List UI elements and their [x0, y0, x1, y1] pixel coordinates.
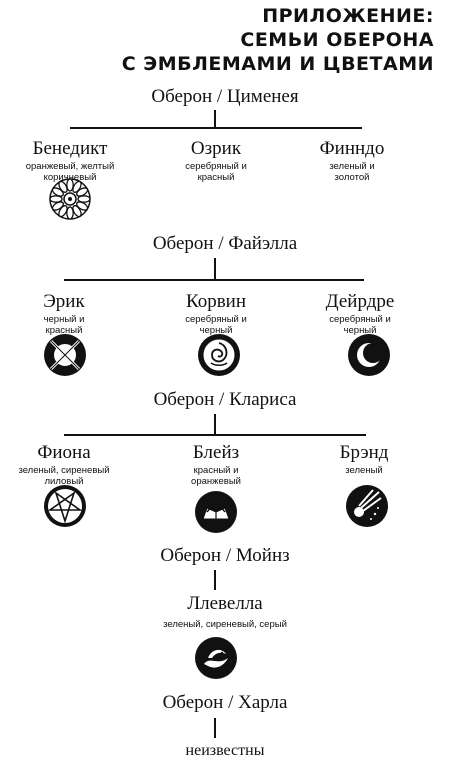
child-name: Озрик	[190, 138, 242, 159]
tree-line	[214, 718, 216, 738]
child-benedict: Бенедикт оранжевый, желтый коричневый	[0, 138, 140, 184]
parents-oberon-harla: Оберон / Харла	[162, 692, 288, 713]
child-name: Брэнд	[339, 442, 389, 463]
child-name: Блейз	[192, 442, 240, 463]
child-colors: черный и красный	[43, 314, 85, 336]
child-colors: оранжевый, желтый коричневый	[25, 161, 115, 183]
child-name: Эрик	[43, 291, 85, 312]
comet-emblem	[346, 485, 388, 527]
child-bleys: Блейз красный и оранжевый	[146, 442, 286, 488]
crossed-swords-emblem	[44, 334, 86, 376]
parents-oberon-cimeneya: Оберон / Цименея	[151, 86, 299, 107]
child-colors: серебряный и черный	[185, 314, 247, 336]
title-line-1: ПРИЛОЖЕНИЕ:	[262, 5, 434, 27]
tree-line	[214, 110, 216, 127]
child-name: Дейрдре	[325, 291, 395, 312]
child-colors: красный и оранжевый	[191, 465, 241, 487]
child-colors: зеленый, сиреневый лиловый	[18, 465, 110, 487]
parents-oberon-moins: Оберон / Мойнз	[160, 545, 290, 566]
child-fiona: Фиона зеленый, сиреневый лиловый	[0, 442, 134, 488]
page-title: ПРИЛОЖЕНИЕ: СЕМЬИ ОБЕРОНА С ЭМБЛЕМАМИ И …	[122, 4, 434, 76]
children-unknown: неизвестны	[185, 742, 265, 759]
child-colors: серебряный и черный	[329, 314, 391, 336]
parents-oberon-faiella: Оберон / Файэлла	[152, 233, 298, 254]
child-corwin: Корвин серебряный и черный	[146, 291, 286, 337]
tree-line	[64, 279, 364, 281]
child-eric: Эрик черный и красный	[0, 291, 134, 337]
child-deirdre: Дейрдре серебряный и черный	[290, 291, 430, 337]
sunflower-emblem	[49, 178, 91, 220]
child-llewella-name: Ллевелла	[187, 593, 263, 614]
pentagram-emblem	[44, 485, 86, 527]
child-finndo: Финндо зеленый и золотой	[282, 138, 422, 184]
tree-line	[214, 258, 216, 279]
tree-line	[214, 414, 216, 434]
child-name: Корвин	[185, 291, 247, 312]
child-llewella-colors: зеленый, сиреневый, серый	[163, 619, 287, 630]
tree-line	[214, 570, 216, 590]
child-name: Фиона	[37, 442, 91, 463]
child-name: Финндо	[319, 138, 385, 159]
child-name: Бенедикт	[32, 138, 108, 159]
flame-emblem	[195, 491, 237, 533]
child-brand: Брэнд зеленый	[294, 442, 434, 477]
crescent-moon-emblem	[348, 334, 390, 376]
rose-emblem	[198, 334, 240, 376]
title-line-3: С ЭМБЛЕМАМИ И ЦВЕТАМИ	[121, 53, 434, 75]
title-line-2: СЕМЬИ ОБЕРОНА	[240, 29, 434, 51]
parents-oberon-clarissa: Оберон / Клариса	[153, 389, 297, 410]
child-colors: серебряный и красный	[185, 161, 247, 183]
child-ozrik: Озрик серебряный и красный	[146, 138, 286, 184]
child-colors: зеленый	[345, 465, 383, 476]
child-colors: зеленый и золотой	[329, 161, 375, 183]
tree-line	[70, 127, 362, 129]
sea-dragon-emblem	[195, 637, 237, 679]
tree-line	[64, 434, 366, 436]
